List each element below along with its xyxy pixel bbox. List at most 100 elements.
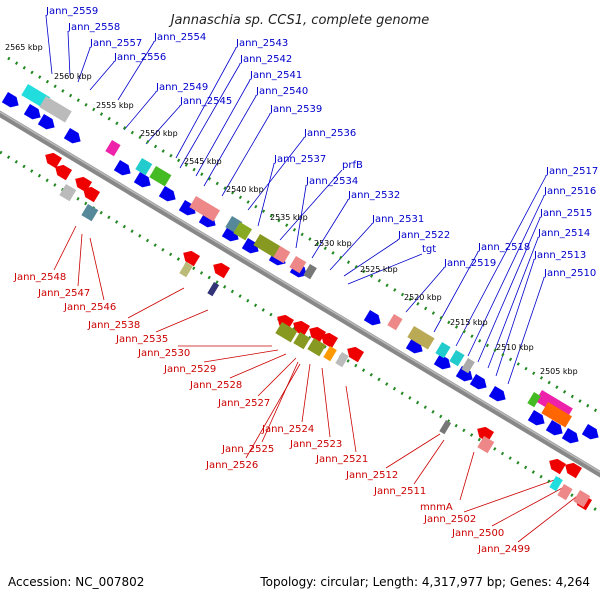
reverse-gene-label: Jann_2502 [423,514,476,525]
forward-gene-label: Jann_2536 [303,128,356,139]
reverse-gene-label: Jann_2530 [137,348,190,359]
tick-label: 2510 kbp [496,343,534,352]
forward-label-line [89,61,115,91]
gene-labels: Jann_2559Jann_2558Jann_2557Jann_2556Jann… [13,6,598,555]
reverse-label-line [463,477,561,513]
reverse-gene-block [477,436,495,454]
tick-label: 2515 kbp [450,318,488,327]
forward-gene-label: Jann_2541 [249,70,302,81]
reverse-gene-label: Jann_2524 [261,424,314,435]
forward-gene-label: tgt [422,244,436,255]
reverse-gene-label: Jann_2547 [37,288,90,299]
forward-gene-arrow [37,114,55,130]
forward-gene-label: Jann_2542 [239,54,292,65]
map-title: Jannaschia sp. CCS1, complete genome [168,13,430,28]
tick-label: 2535 kbp [270,213,308,222]
forward-gene-label: Jann_2531 [371,214,424,225]
reverse-label-line [77,233,83,287]
reverse-label-line [89,237,105,301]
accession-text: Accession: NC_007802 [8,575,144,589]
reverse-label-line [261,361,299,443]
reverse-gene-label: Jann_2538 [87,320,140,331]
forward-label-line [123,91,157,131]
reverse-gene-arrow [293,320,310,337]
reverse-gene-block [549,476,563,492]
reverse-gene-arrow [565,462,582,479]
forward-label-line [145,105,181,145]
reverse-gene-label: Jann_2512 [345,470,398,481]
tick-label: 2560 kbp [54,72,92,81]
forward-gene-block [435,342,451,359]
tick-label: 2525 kbp [360,265,398,274]
forward-gene-label: Jann_2517 [545,166,598,177]
reverse-gene-label: Jann_2529 [163,364,216,375]
forward-gene-arrow [581,424,599,440]
reverse-label-line [491,485,567,527]
reverse-gene-arrow [321,332,338,349]
tick-label: 2550 kbp [140,129,178,138]
reverse-gene-block [179,262,193,278]
forward-gene-block [461,358,475,374]
forward-gene-label: Jann_2559 [45,6,98,17]
forward-gene-block [39,96,72,123]
forward-label-line [257,163,275,227]
forward-label-line [247,137,305,211]
forward-gene-arrow [545,420,563,436]
forward-label-line [477,217,541,363]
forward-gene-block [527,392,541,408]
reverse-gene-label: Jann_2535 [115,334,168,345]
forward-gene-block [541,402,572,428]
forward-gene-arrow [469,374,487,390]
forward-gene-arrow [23,104,41,120]
reverse-gene-label: Jann_2525 [221,444,274,455]
reverse-gene-block [557,484,573,501]
forward-label-line [195,79,251,177]
reverse-label-line [459,451,475,501]
reverse-gene-arrow [347,346,364,363]
forward-label-line [67,31,71,77]
reverse-gene-block [439,420,452,435]
forward-gene-block [387,314,403,331]
reverse-label-line [257,357,297,397]
reverse-label-line [517,493,581,543]
forward-gene-label: Jann_2549 [155,82,208,93]
forward-label-line [45,15,53,75]
forward-gene-arrow [527,410,545,426]
reverse-gene-block [81,204,99,222]
reverse-gene-block [573,490,591,508]
tick-label: 2520 kbp [404,293,442,302]
forward-label-line [405,267,445,313]
reverse-gene-arrow [549,458,566,475]
tick-label: 2545 kbp [184,157,222,166]
tick-label: 2540 kbp [226,185,264,194]
forward-label-line [175,47,237,159]
forward-gene-block [149,166,172,187]
reverse-gene-label: mnmA [420,502,453,513]
forward-gene-arrow [113,160,131,176]
forward-gene-label: Jann_2558 [67,22,120,33]
forward-gene-label: Jann_2515 [539,208,592,219]
forward-label-line [487,237,539,369]
forward-gene-arrow [561,428,579,444]
reverse-gene-label: Jann_2546 [63,302,116,313]
reverse-label-line [203,349,279,363]
forward-gene-label: prfB [342,160,363,171]
forward-gene-block [407,326,435,350]
forward-gene-label: Jann_2534 [305,176,358,187]
reverse-gene-arrow [55,164,72,181]
backbone-line [0,110,600,478]
forward-label-line [203,95,257,187]
forward-gene-label: Jann_2556 [113,52,166,63]
reverse-gene-arrow [45,152,62,169]
reverse-gene-arrow [309,326,326,343]
backbone-highlight [0,111,600,473]
forward-gene-label: Jann_2554 [153,32,206,43]
forward-label-line [507,277,545,385]
genome-backbone [0,110,600,478]
forward-label-line [347,253,423,285]
forward-gene-label: Jann_2516 [543,186,596,197]
forward-label-line [329,223,373,271]
forward-gene-block [233,222,252,241]
reverse-gene-block [275,322,298,343]
